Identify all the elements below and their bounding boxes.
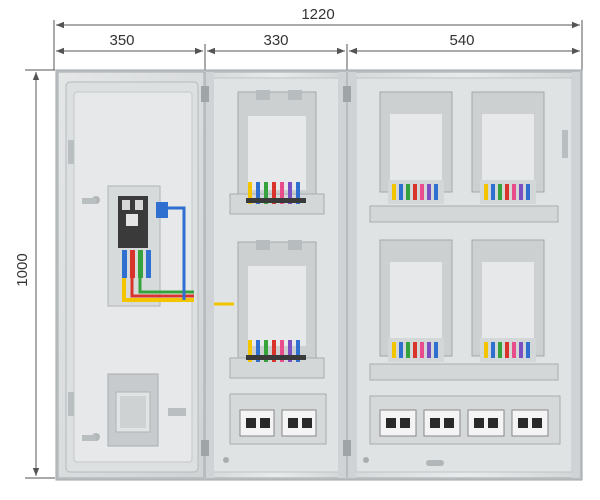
meter-bracket-right-3: [379, 239, 453, 362]
dimension-lines: [25, 20, 583, 479]
right-width-label: 540: [449, 32, 474, 49]
left-door: [57, 71, 205, 479]
meter-bracket-right-4: [471, 239, 545, 362]
height-label: 1000: [14, 253, 31, 286]
meter-bracket-middle-bottom: [229, 240, 325, 379]
meter-bracket-right-1: [379, 91, 453, 204]
door-viewing-window: [107, 373, 159, 447]
terminal-row-middle-bottom: [246, 340, 306, 362]
meter-bracket-right-2: [471, 91, 545, 204]
meter-bracket-middle-top: [229, 90, 325, 215]
main-breaker-assembly: [107, 185, 194, 307]
cabinet-hinges: [201, 86, 351, 456]
middle-compartment: [205, 71, 347, 479]
breaker-tray-right: [369, 395, 561, 445]
terminal-row-middle-top: [246, 182, 306, 204]
middle-width-label: 330: [263, 32, 288, 49]
total-width-label: 1220: [301, 6, 334, 23]
right-compartment: [347, 71, 581, 479]
breaker-tray-middle: [229, 393, 327, 445]
left-width-label: 350: [109, 32, 134, 49]
